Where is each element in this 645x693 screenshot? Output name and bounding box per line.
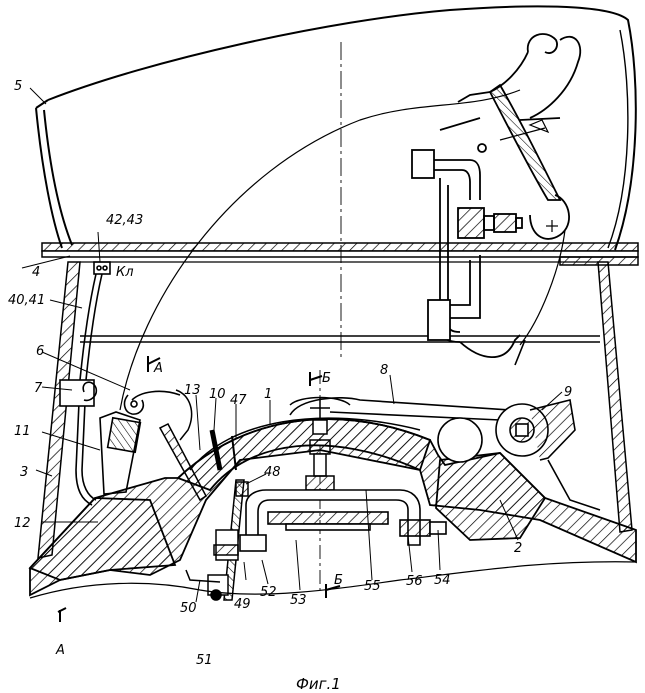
label-56: 56 (406, 574, 423, 589)
label-50: 50 (180, 601, 197, 616)
label-6: 6 (36, 344, 44, 359)
label-47: 47 (230, 393, 247, 408)
label-49: 49 (234, 597, 251, 612)
label-55: 55 (364, 579, 381, 594)
label-12: 12 (14, 516, 31, 531)
label-48: 48 (264, 465, 281, 480)
label-51: 51 (196, 653, 213, 668)
label-40-41: 40,41 (8, 293, 45, 308)
label-kl: Кл (116, 265, 134, 280)
frame-55 (240, 490, 446, 551)
label-52: 52 (260, 585, 277, 600)
label-9: 9 (564, 385, 572, 400)
label-1: 1 (264, 387, 272, 402)
label-5: 5 (14, 79, 22, 94)
label-2: 2 (514, 541, 522, 556)
label-13: 13 (184, 383, 201, 398)
figure-caption: Фиг.1 (296, 675, 341, 693)
label-10: 10 (209, 387, 226, 402)
label-42-43: 42,43 (106, 213, 143, 228)
label-11: 11 (14, 424, 31, 439)
label-53: 53 (290, 593, 307, 608)
label-4: 4 (32, 265, 40, 280)
label-3: 3 (20, 465, 28, 480)
label-7: 7 (34, 381, 43, 396)
label-section-b-bottom: Б (334, 573, 343, 588)
label-section-a-top: А (153, 361, 163, 376)
label-8: 8 (380, 363, 388, 378)
label-section-b-top: Б (322, 371, 331, 386)
label-54: 54 (434, 573, 451, 588)
label-section-a-bottom: А (55, 643, 65, 658)
